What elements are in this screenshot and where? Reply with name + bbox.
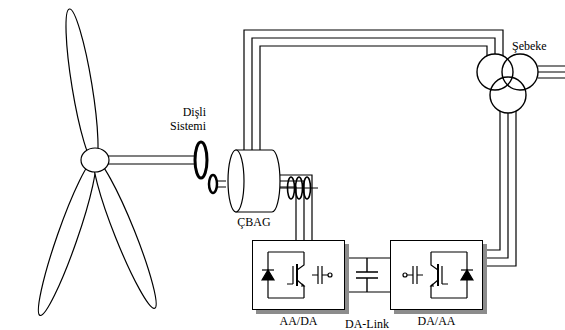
node-label: DA/AA [418, 315, 456, 328]
dc-link-capacitor [356, 258, 378, 292]
rotor-hub [81, 148, 109, 172]
rectifier-box: AA/DA [252, 240, 345, 310]
dc-link-label: DA-Link [337, 318, 397, 330]
gear-label: Dişli Sistemi [158, 106, 206, 134]
gear-small [209, 175, 217, 193]
rectifier-symbol [262, 252, 332, 298]
gear-large [195, 142, 207, 178]
generator-face [228, 150, 244, 212]
node-label: AA/DA [280, 315, 318, 328]
transformer-symbol [477, 54, 538, 113]
grid-label: Şebeke [512, 40, 564, 54]
rotor-wires [280, 175, 312, 240]
inverter-box: DA/AA [390, 240, 483, 310]
grid-lines [538, 66, 565, 78]
dc-link-bus [349, 258, 390, 292]
generator: ÇBAG [228, 150, 280, 212]
generator-shaft [216, 181, 226, 187]
inverter-symbol [403, 252, 473, 298]
turbine-blades [31, 7, 164, 318]
stator-wires [244, 30, 503, 150]
node-label: ÇBAG [237, 216, 270, 229]
turbine-shaft [108, 156, 198, 164]
grid-side-wires [487, 111, 516, 266]
